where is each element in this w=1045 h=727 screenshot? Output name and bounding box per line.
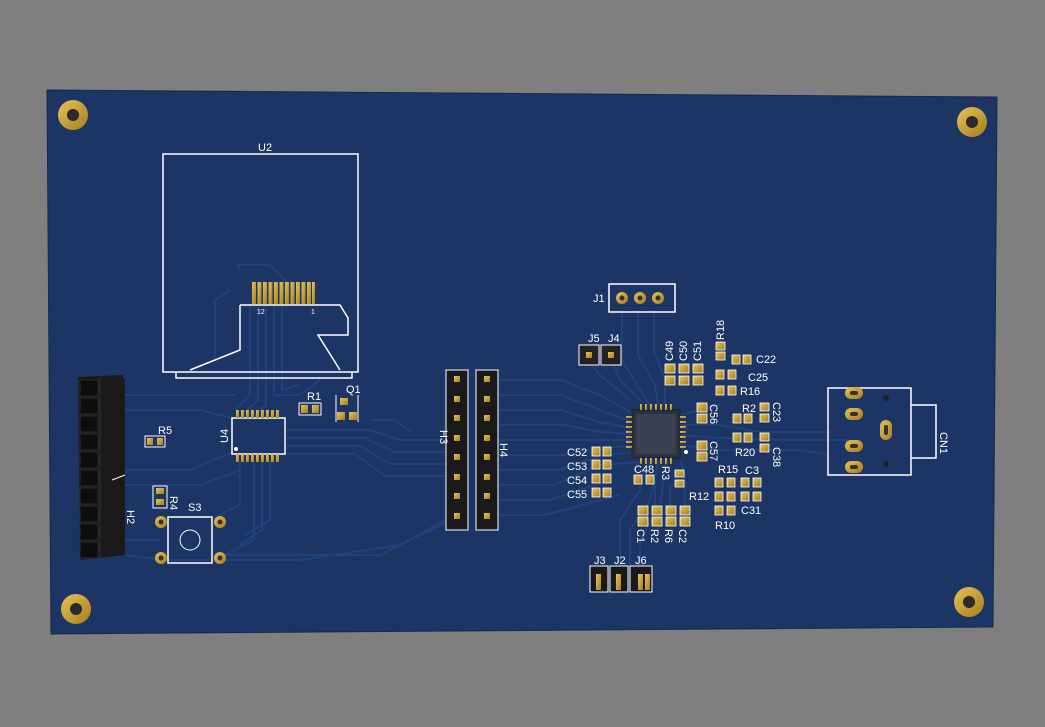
c25-label: C25: [748, 372, 768, 384]
pcb-board: [46, 89, 998, 635]
r4-resistor: R4: [152, 485, 179, 510]
q1-transistor: Q1: [335, 384, 361, 422]
cn1-label: CN1: [937, 432, 949, 454]
r18-label: R18: [715, 320, 727, 340]
s3-push-button: S3: [155, 502, 226, 564]
u4-label: U4: [219, 429, 231, 443]
c54-label: C54: [567, 475, 587, 487]
r7-label: R2: [648, 529, 660, 543]
cn1-connector: CN1: [827, 387, 949, 476]
h4-header: H4: [475, 369, 509, 531]
u2-pin1-label: 1: [311, 309, 315, 316]
j1-label: J1: [593, 293, 605, 305]
r5-resistor: R5: [144, 425, 172, 448]
r2-label: R2: [742, 403, 756, 415]
mounting-holes: [58, 100, 987, 624]
r6-label: R6: [662, 529, 674, 543]
r12-label: R12: [689, 491, 709, 503]
c38-label: C38: [770, 447, 782, 467]
c53-label: C53: [567, 461, 587, 473]
c49-label: C49: [664, 341, 676, 361]
j1-connector: J1: [593, 283, 676, 313]
j4-jumper: J4: [600, 333, 622, 366]
j2-label: J2: [614, 555, 626, 567]
j5-label: J5: [588, 333, 600, 345]
j6-label: J6: [635, 555, 647, 567]
h3-label: H3: [437, 430, 449, 444]
r20-label: R20: [735, 447, 755, 459]
r15-label: R15: [718, 464, 738, 476]
c57-label: C57: [707, 441, 719, 461]
j3-j2-j6-jumpers: J3 J2 J6: [589, 555, 653, 593]
r5-label: R5: [158, 425, 172, 437]
r16-label: R16: [740, 386, 760, 398]
c31-label: C31: [741, 505, 761, 517]
j3-label: J3: [594, 555, 606, 567]
c48-label: C48: [634, 464, 654, 476]
c55-label: C55: [567, 489, 587, 501]
r4-label: R4: [167, 496, 179, 510]
h4-label: H4: [497, 443, 509, 457]
u2-contact-pads: [252, 282, 315, 304]
j4-label: J4: [608, 333, 620, 345]
mcu-ic: [626, 404, 688, 464]
u4-ic: U4: [219, 410, 286, 462]
copper-traces: [124, 264, 850, 570]
q1-label: Q1: [346, 384, 361, 396]
h2-header: H2: [78, 375, 136, 560]
c3-label: C3: [745, 465, 759, 477]
r10-label: R10: [715, 520, 735, 532]
u2-sd-slot: U2 12 1: [162, 142, 359, 379]
r3-label: R3: [659, 466, 671, 480]
c2-label: C2: [676, 529, 688, 543]
u2-pin12-label: 12: [257, 309, 265, 316]
c1-label: C1: [634, 529, 646, 543]
smd-components: [591, 341, 770, 527]
h2-label: H2: [124, 510, 136, 524]
s3-label: S3: [188, 502, 201, 514]
c22-label: C22: [756, 354, 776, 366]
h3-header: H3: [437, 369, 469, 531]
u2-label: U2: [258, 142, 272, 154]
r1-label: R1: [307, 391, 321, 403]
c52-label: C52: [567, 447, 587, 459]
j5-jumper: J5: [578, 333, 600, 366]
c50-label: C50: [678, 341, 690, 361]
c23-label: C23: [770, 402, 782, 422]
smd-labels: C49 C50 C51 R18 C22 C25 R16 C56 R2 C23 R…: [567, 320, 782, 543]
c51-label: C51: [692, 341, 704, 361]
c56-label: C56: [707, 404, 719, 424]
r1-resistor: R1: [298, 391, 322, 416]
